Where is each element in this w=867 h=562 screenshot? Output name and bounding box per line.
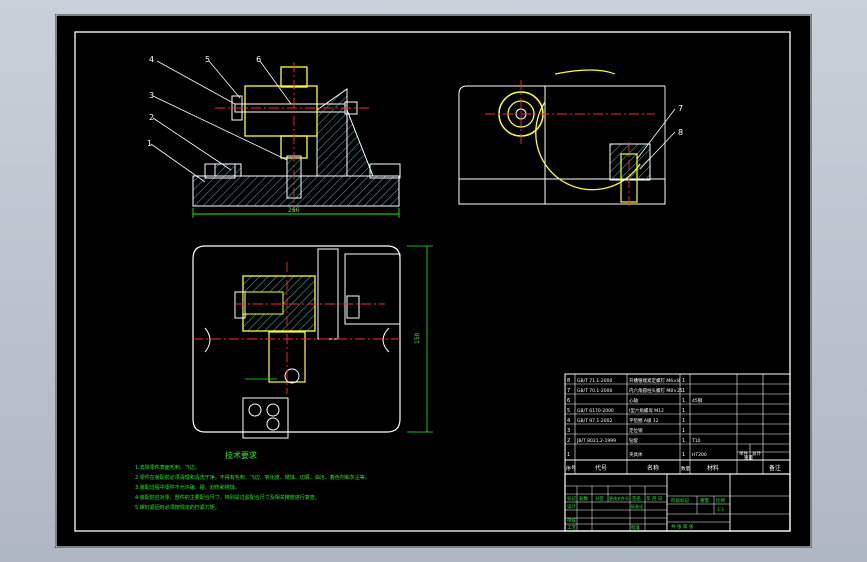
svg-text:1: 1: [682, 452, 685, 458]
svg-text:HT200: HT200: [692, 452, 707, 458]
plan-view: [192, 245, 433, 439]
note-line-1: 1.去除零件表面毛刺、飞边；: [135, 464, 200, 471]
tb-scale: 比例: [716, 497, 725, 504]
tb-weight: 重量: [700, 497, 709, 504]
note-line-2: 2.零件在装配前必须清理和清洗干净，不得有毛刺、飞边、氧化皮、锈蚀、切屑、油污、…: [135, 474, 370, 481]
bom-row: 3 定位销 1: [567, 427, 685, 434]
tb-mark: 标记: [567, 495, 576, 502]
workpiece: [244, 85, 318, 137]
tb-approve: 批准: [631, 524, 640, 531]
tb-standard: 标准化: [631, 503, 643, 509]
svg-text:7: 7: [567, 388, 570, 394]
bom-row: 2 JB/T 8021.2-1999 钻套 1 T10: [567, 437, 701, 444]
parts-list-header: 序号 代号 名称 数量 材料 单件 总计 重量 备注: [564, 450, 791, 475]
svg-text:1: 1: [682, 408, 685, 414]
balloon-2: 2: [149, 113, 154, 122]
svg-text:8: 8: [567, 378, 570, 384]
technical-notes: 技术要求 1.去除零件表面毛刺、飞边； 2.零件在装配前必须清理和清洗干净，不得…: [135, 450, 370, 511]
balloon-4: 4: [149, 55, 154, 64]
svg-text:1: 1: [682, 428, 685, 434]
bom-header-weight: 重量: [744, 454, 753, 461]
note-line-3: 3.装配过程中零件不允许磕、碰、划伤和锈蚀。: [135, 484, 240, 491]
svg-text:夹具体: 夹具体: [629, 451, 643, 458]
svg-text:开槽锥端紧定螺钉 M6×8: 开槽锥端紧定螺钉 M6×8: [629, 377, 680, 384]
svg-text:1: 1: [682, 418, 685, 424]
bom-row: 7 GB/T 70.1-2000 内六角圆柱头螺钉 M8×25 1: [567, 387, 685, 394]
tb-count: 处数: [579, 495, 588, 502]
bom-header-qty: 数量: [681, 465, 690, 472]
cad-drawing: 4 5 6 3 2 1 7 8 266 150 技术要求 1.去除零件表面毛刺、…: [55, 14, 812, 548]
note-line-4: 4.装配前应对零、部件的主要配合尺寸，特别是过盈配合尺寸及相关精度进行复查。: [135, 494, 320, 501]
bom-header-no: 序号: [566, 465, 576, 472]
bom-header-total: 总计: [752, 450, 761, 457]
svg-text:4: 4: [567, 418, 570, 424]
balloon-labels: 4 5 6 3 2 1 7 8: [147, 55, 683, 148]
svg-text:JB/T 8021.2-1999: JB/T 8021.2-1999: [576, 438, 616, 444]
bom-row: 1 夹具体 1 HT200: [567, 451, 707, 458]
svg-text:I型六角螺母 M12: I型六角螺母 M12: [629, 407, 664, 414]
tb-craft: 工艺: [567, 525, 576, 531]
notes-title: 技术要求: [225, 450, 257, 460]
svg-text:GB/T 97.1-2002: GB/T 97.1-2002: [577, 418, 613, 424]
bom-header-code: 代号: [595, 464, 607, 472]
tb-zone: 分区: [595, 495, 604, 502]
note-line-5: 5.螺钉紧固时必须按规定的拧紧力矩。: [135, 504, 220, 511]
dimension-plan-height: 150: [414, 332, 421, 344]
svg-text:3: 3: [567, 428, 570, 434]
svg-text:1: 1: [682, 388, 685, 394]
dimension-front-width: 266: [288, 207, 300, 214]
svg-text:T10: T10: [691, 438, 701, 444]
svg-text:钻套: 钻套: [629, 437, 638, 444]
outer-frame: [55, 14, 812, 548]
side-view: [458, 69, 676, 209]
svg-text:1: 1: [682, 398, 685, 404]
svg-text:2: 2: [567, 438, 570, 444]
svg-text:心轴: 心轴: [629, 397, 638, 404]
svg-text:6: 6: [567, 398, 570, 404]
balloon-6: 6: [256, 55, 261, 64]
svg-text:1: 1: [682, 438, 685, 444]
bom-header-unit: 单件: [739, 450, 748, 457]
svg-text:GB/T 70.1-2000: GB/T 70.1-2000: [577, 388, 613, 394]
side-body: [458, 85, 546, 205]
upright-support: [316, 88, 348, 177]
svg-text:定位销: 定位销: [629, 427, 643, 434]
front-view: [150, 60, 401, 218]
svg-text:内六角圆柱头螺钉 M8×25: 内六角圆柱头螺钉 M8×25: [629, 387, 683, 394]
title-block: 标记 处数 分区 更改文件号 签名 年 月 日 设计 标准化 审核 工艺 批准 …: [564, 473, 791, 532]
balloon-5: 5: [205, 55, 210, 64]
tb-stage: 阶段标记: [671, 497, 689, 504]
bom-header-material: 材料: [707, 464, 719, 472]
tb-sheets: 共 张 第 张: [671, 523, 694, 530]
tb-date: 年 月 日: [646, 495, 662, 502]
bom-row: 4 GB/T 97.1-2002 平垫圈 A级 12 1: [567, 417, 685, 424]
plan-base: [192, 245, 401, 433]
svg-text:5: 5: [567, 408, 570, 414]
svg-text:1: 1: [682, 378, 685, 384]
bom-row: 6 心轴 1 45钢: [567, 397, 703, 404]
svg-text:GB/T 71.1-2000: GB/T 71.1-2000: [577, 378, 613, 384]
balloon-8: 8: [678, 128, 683, 137]
tb-design: 设计: [567, 503, 576, 510]
svg-text:45钢: 45钢: [692, 397, 703, 404]
bom-header-remark: 备注: [769, 464, 781, 472]
balloon-7: 7: [678, 104, 683, 113]
tb-sign: 签名: [632, 495, 641, 502]
svg-text:平垫圈 A级 12: 平垫圈 A级 12: [629, 417, 659, 424]
tb-scale-value: 1:1: [717, 507, 724, 513]
balloon-1: 1: [147, 139, 152, 148]
svg-text:GB/T 6170-2000: GB/T 6170-2000: [577, 408, 614, 414]
parts-list: 8 GB/T 71.1-2000 开槽锥端紧定螺钉 M6×8 1 7 GB/T …: [564, 373, 791, 461]
inner-frame: [74, 31, 791, 532]
bom-row: 5 GB/T 6170-2000 I型六角螺母 M12 1: [567, 407, 685, 414]
drawing-sheet: 4 5 6 3 2 1 7 8 266 150 技术要求 1.去除零件表面毛刺、…: [55, 14, 812, 548]
svg-text:1: 1: [567, 452, 570, 458]
balloon-3: 3: [149, 91, 154, 100]
tb-review: 审核: [567, 517, 576, 524]
bom-header-name: 名称: [647, 464, 659, 472]
tb-doc: 更改文件号: [609, 495, 629, 501]
bom-row: 8 GB/T 71.1-2000 开槽锥端紧定螺钉 M6×8 1: [567, 377, 685, 384]
